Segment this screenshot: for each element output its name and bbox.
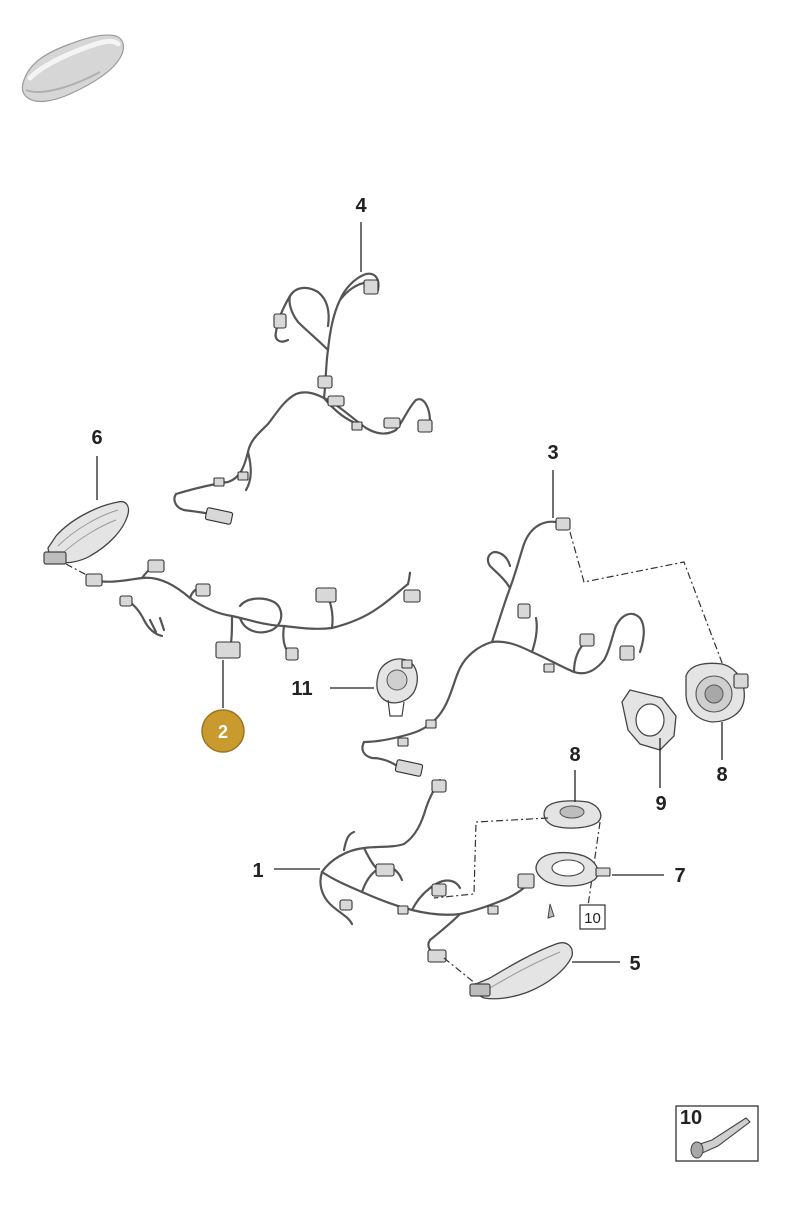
callout-label-2[interactable]: 2 [218,722,228,742]
wiring-harness-1 [319,778,535,963]
motor-8-center [543,800,602,829]
callout-10-box[interactable] [579,904,606,930]
pin-fastener-icon [690,1117,751,1159]
screw-10-small [547,903,555,919]
dashdot-8-1 [433,817,549,899]
motor-8-right [685,662,749,723]
actuator-11 [376,658,418,717]
wiring-harness-2 [85,559,421,661]
detail-box-10 [675,1105,759,1162]
car-silhouette-icon [21,34,125,103]
mounting-plate-9 [621,689,677,751]
callout-label-10-box[interactable]: 10 [584,910,601,927]
callout-label-8a[interactable]: 8 [569,744,580,766]
dashdot-3-8 [569,531,725,669]
mounting-plate-7 [535,851,611,887]
callout-label-5[interactable]: 5 [629,953,640,975]
control-module-5 [469,942,573,1000]
callout-label-4[interactable]: 4 [355,195,367,217]
callout-label-6[interactable]: 6 [91,427,102,449]
wiring-harness-4 [173,272,433,525]
callout-label-11[interactable]: 11 [291,678,312,700]
wiring-harness-3 [361,517,645,777]
callout-label-9[interactable]: 9 [655,793,666,815]
callout-label-1[interactable]: 1 [252,860,263,882]
control-module-6 [43,500,130,565]
callout-label-8b[interactable]: 8 [716,764,727,786]
dashdot-6-2 [65,563,97,581]
callout-label-7[interactable]: 7 [674,865,685,887]
dashdot-8-10 [587,821,601,907]
detail-box-label-10: 10 [680,1107,702,1129]
callout-2-badge[interactable] [201,709,245,753]
dashdot-1-5 [443,957,477,985]
callout-label-3[interactable]: 3 [547,442,558,464]
